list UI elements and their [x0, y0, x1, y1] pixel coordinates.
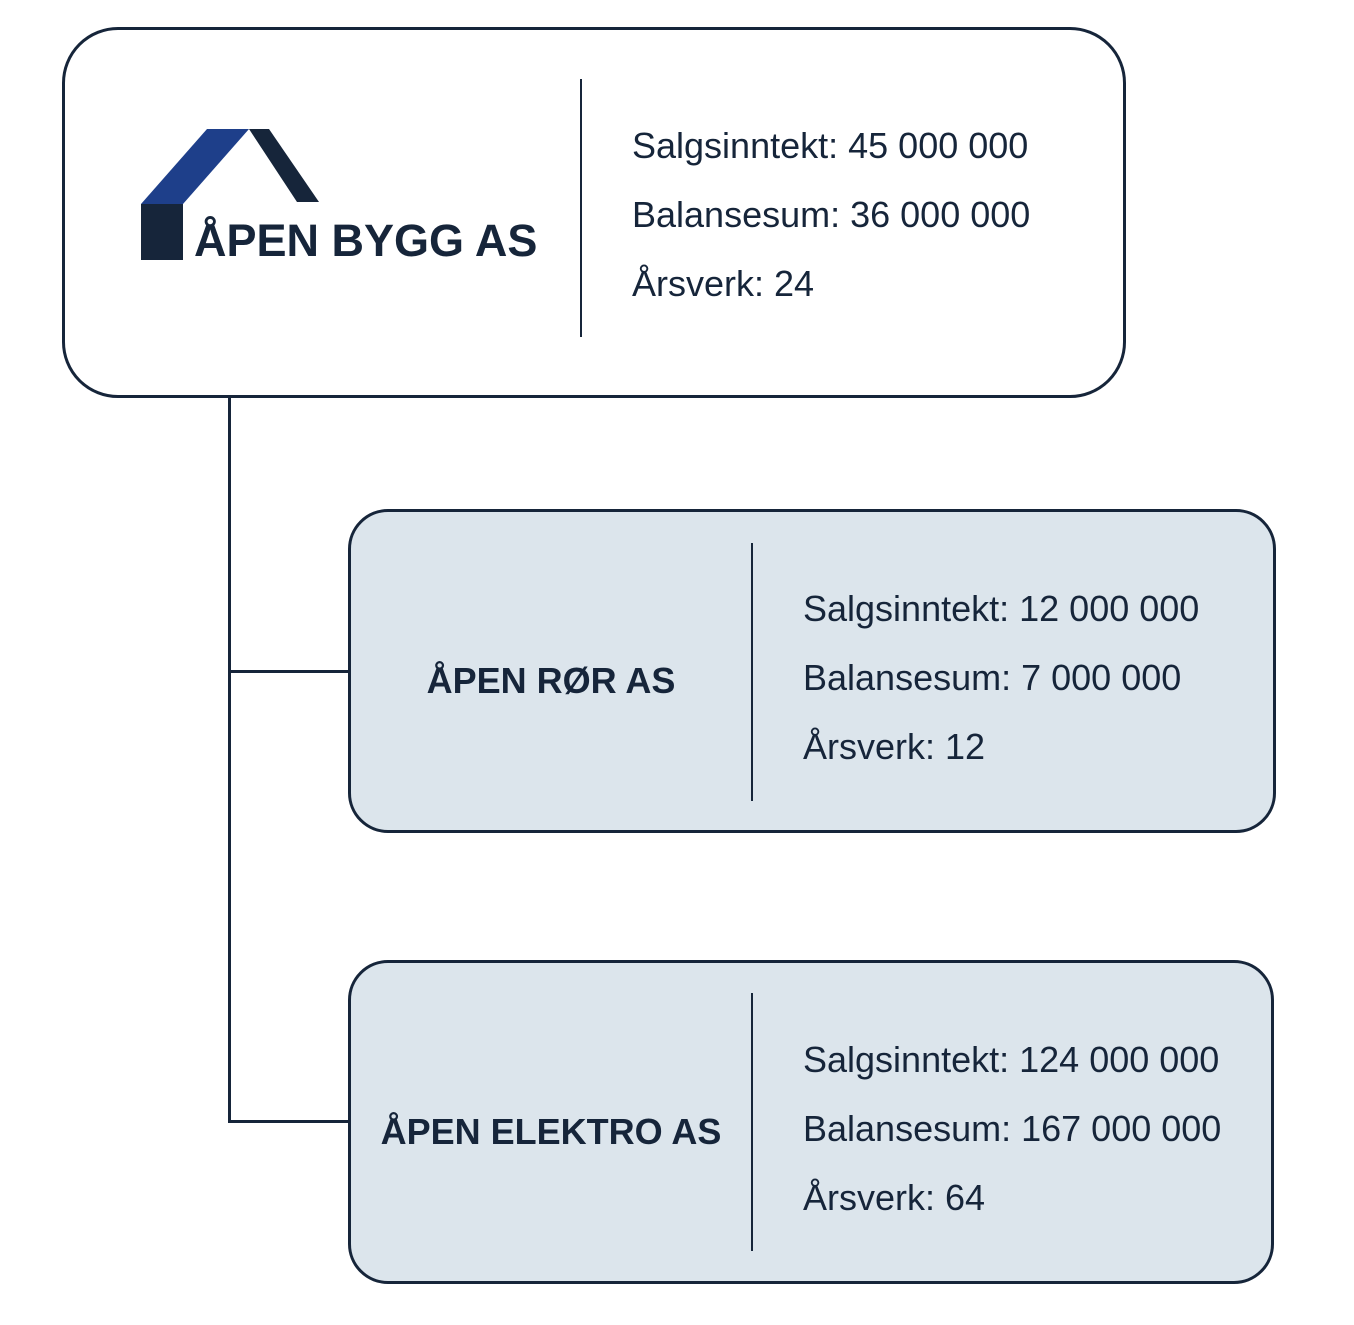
- subsidiary-name-ror: ÅPEN RØR AS: [426, 660, 676, 701]
- parent-company-box: ÅPEN BYGG AS Salgsinntekt: 45 000 000 Ba…: [62, 27, 1126, 398]
- parent-stats: Salgsinntekt: 45 000 000 Balansesum: 36 …: [632, 111, 1030, 318]
- subsidiary-stats-elektro: Salgsinntekt: 124 000 000 Balansesum: 16…: [803, 1025, 1221, 1232]
- parent-company-name: ÅPEN BYGG AS: [194, 215, 538, 266]
- subsidiary-man-years-ror: Årsverk: 12: [803, 726, 986, 767]
- trunk-line: [228, 396, 231, 1123]
- subsidiary-name-elektro: ÅPEN ELEKTRO AS: [380, 1111, 722, 1152]
- subsidiary-divider-ror: [751, 543, 753, 801]
- subsidiary-revenue-ror: Salgsinntekt: 12 000 000: [803, 588, 1200, 629]
- subsidiary-balance-elektro: Balansesum: 167 000 000: [803, 1108, 1222, 1149]
- subsidiary-revenue-elektro: Salgsinntekt: 124 000 000: [803, 1039, 1220, 1080]
- branch-line-ror: [228, 670, 350, 673]
- subsidiary-stats-ror: Salgsinntekt: 12 000 000 Balansesum: 7 0…: [803, 574, 1199, 781]
- subsidiary-box-elektro: ÅPEN ELEKTRO AS Salgsinntekt: 124 000 00…: [348, 960, 1274, 1284]
- subsidiary-man-years-elektro: Årsverk: 64: [803, 1177, 986, 1218]
- parent-man-years: Årsverk: 24: [632, 263, 815, 304]
- parent-revenue: Salgsinntekt: 45 000 000: [632, 125, 1029, 166]
- house-roof-icon: [141, 129, 319, 260]
- subsidiary-box-ror: ÅPEN RØR AS Salgsinntekt: 12 000 000 Bal…: [348, 509, 1276, 833]
- subsidiary-divider-elektro: [751, 993, 753, 1251]
- branch-line-elektro: [228, 1120, 350, 1123]
- parent-divider: [580, 79, 582, 337]
- parent-balance: Balansesum: 36 000 000: [632, 194, 1031, 235]
- subsidiary-balance-ror: Balansesum: 7 000 000: [803, 657, 1182, 698]
